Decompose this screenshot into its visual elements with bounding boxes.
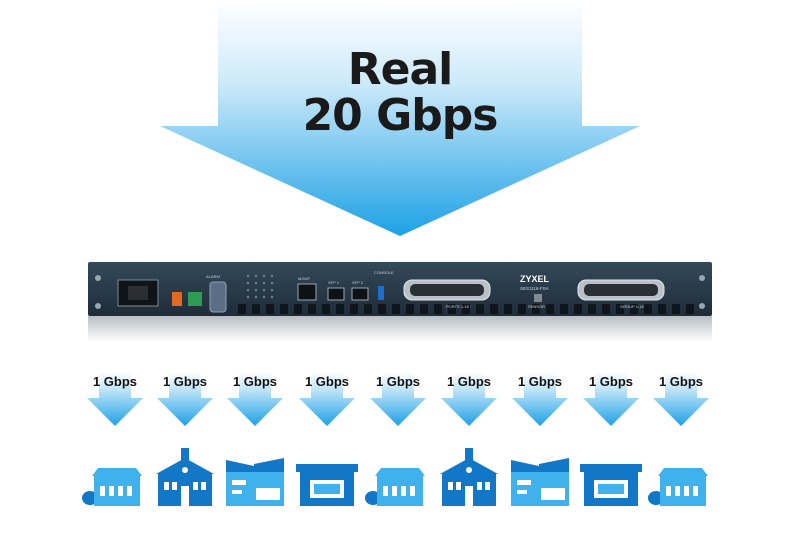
downlink-speed-label: 1 Gbps (517, 374, 563, 389)
shop-icon (576, 446, 646, 513)
school-icon (434, 446, 504, 513)
terminal-green (188, 292, 202, 306)
mgmt-port (297, 283, 317, 301)
shop-icon (292, 446, 362, 513)
downlink-arrow (581, 372, 641, 428)
downlink-arrow (155, 372, 215, 428)
downlink-speed-label: 1 Gbps (658, 374, 704, 389)
downlink-arrow (85, 372, 145, 428)
downlink-arrow (368, 372, 428, 428)
sensor-port (534, 294, 542, 302)
mgmt-label: MGMT (298, 276, 311, 281)
small-office-icon (646, 446, 716, 513)
factory-icon (505, 446, 575, 513)
console-port (378, 286, 384, 300)
downlink-speed-label: 1 Gbps (446, 374, 492, 389)
downlink-speed-label: 1 Gbps (162, 374, 208, 389)
alarm-label: ALARM (206, 274, 220, 279)
sfp1-port (327, 287, 345, 301)
small-office-icon (363, 446, 433, 513)
small-office-icon (80, 446, 150, 513)
ports-label: PORTS 1-16 (446, 304, 470, 309)
group-label: GROUP 1-16 (620, 304, 644, 309)
school-icon (150, 446, 220, 513)
downlink-arrow (651, 372, 711, 428)
downlink-arrow (297, 372, 357, 428)
sfp2-label: SFP 2 (352, 280, 364, 285)
downlink-arrow (510, 372, 570, 428)
downlink-speed-label: 1 Gbps (92, 374, 138, 389)
alarm-connector (209, 281, 227, 313)
headline-line-2: 20 Gbps (302, 90, 499, 141)
sfp2-port (351, 287, 369, 301)
device-reflection (88, 316, 712, 342)
terminal-orange (172, 292, 182, 306)
model-label: SES1116-FSA (520, 286, 549, 291)
brand-logo: ZYXEL (520, 274, 550, 284)
downlink-speed-label: 1 Gbps (588, 374, 634, 389)
headline-line-1: Real (347, 44, 454, 95)
downlink-speed-label: 1 Gbps (375, 374, 421, 389)
downlink-speed-label: 1 Gbps (232, 374, 278, 389)
downlink-speed-label: 1 Gbps (304, 374, 350, 389)
switch-device: ALARM MGMT SFP 1 SFP 2 CONSOLE PORTS 1-1… (88, 262, 712, 342)
sensor-label: SENSOR (528, 304, 545, 309)
downlink-arrow (225, 372, 285, 428)
downlink-arrow (439, 372, 499, 428)
sfp1-label: SFP 1 (328, 280, 340, 285)
factory-icon (220, 446, 290, 513)
big-down-arrow (160, 0, 640, 236)
device-body (88, 262, 712, 316)
console-label: CONSOLE (374, 270, 394, 275)
